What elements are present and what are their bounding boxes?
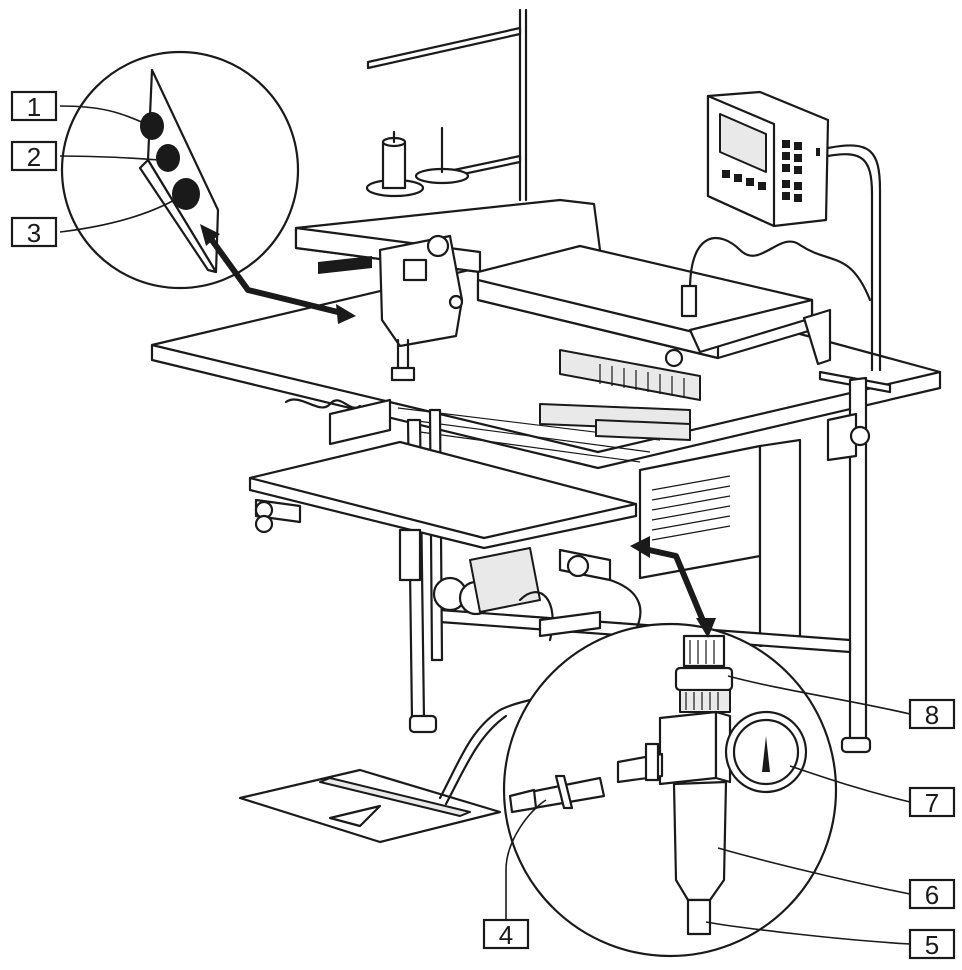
callout-3: 3 <box>10 216 58 248</box>
warning-triangle-icon <box>328 804 382 828</box>
detail-arrow-regulator <box>637 545 709 631</box>
pressure-gauge <box>724 710 808 794</box>
thread-stand <box>365 8 528 202</box>
callout-5-label: 5 <box>925 930 939 960</box>
cabinet-vents <box>651 475 731 541</box>
callout-4: 4 <box>482 918 530 950</box>
knob-3 <box>172 178 200 210</box>
filter-bowl <box>672 780 728 936</box>
extension-shelf <box>248 440 638 582</box>
detail-arrow-buttons <box>203 229 349 317</box>
callout-1-label: 1 <box>27 92 41 122</box>
clamp-unit <box>476 236 872 441</box>
clamp-teeth <box>599 364 685 398</box>
leader-lines <box>59 105 911 945</box>
callout-8-label: 8 <box>925 700 939 730</box>
callout-1: 1 <box>10 90 58 122</box>
inlet-coupling <box>508 742 664 814</box>
knob-1 <box>140 112 164 140</box>
callout-2-label: 2 <box>27 142 41 172</box>
detail-circle-buttons <box>60 50 300 290</box>
foot-pedal <box>238 688 562 844</box>
callout-7: 7 <box>908 786 956 818</box>
callout-6: 6 <box>908 878 956 910</box>
callout-3-label: 3 <box>27 218 41 248</box>
keypad <box>722 140 802 202</box>
callout-8: 8 <box>908 698 956 730</box>
callout-7-label: 7 <box>925 788 939 818</box>
knob-2 <box>156 144 180 172</box>
control-panel <box>706 90 882 372</box>
callout-2: 2 <box>10 140 58 172</box>
detail-circle-regulator <box>502 622 838 958</box>
callout-5: 5 <box>908 928 956 960</box>
callout-6-label: 6 <box>925 880 939 910</box>
sewing-head <box>294 198 602 382</box>
pressure-adjust-knob <box>674 634 734 713</box>
callout-4-label: 4 <box>499 920 513 950</box>
